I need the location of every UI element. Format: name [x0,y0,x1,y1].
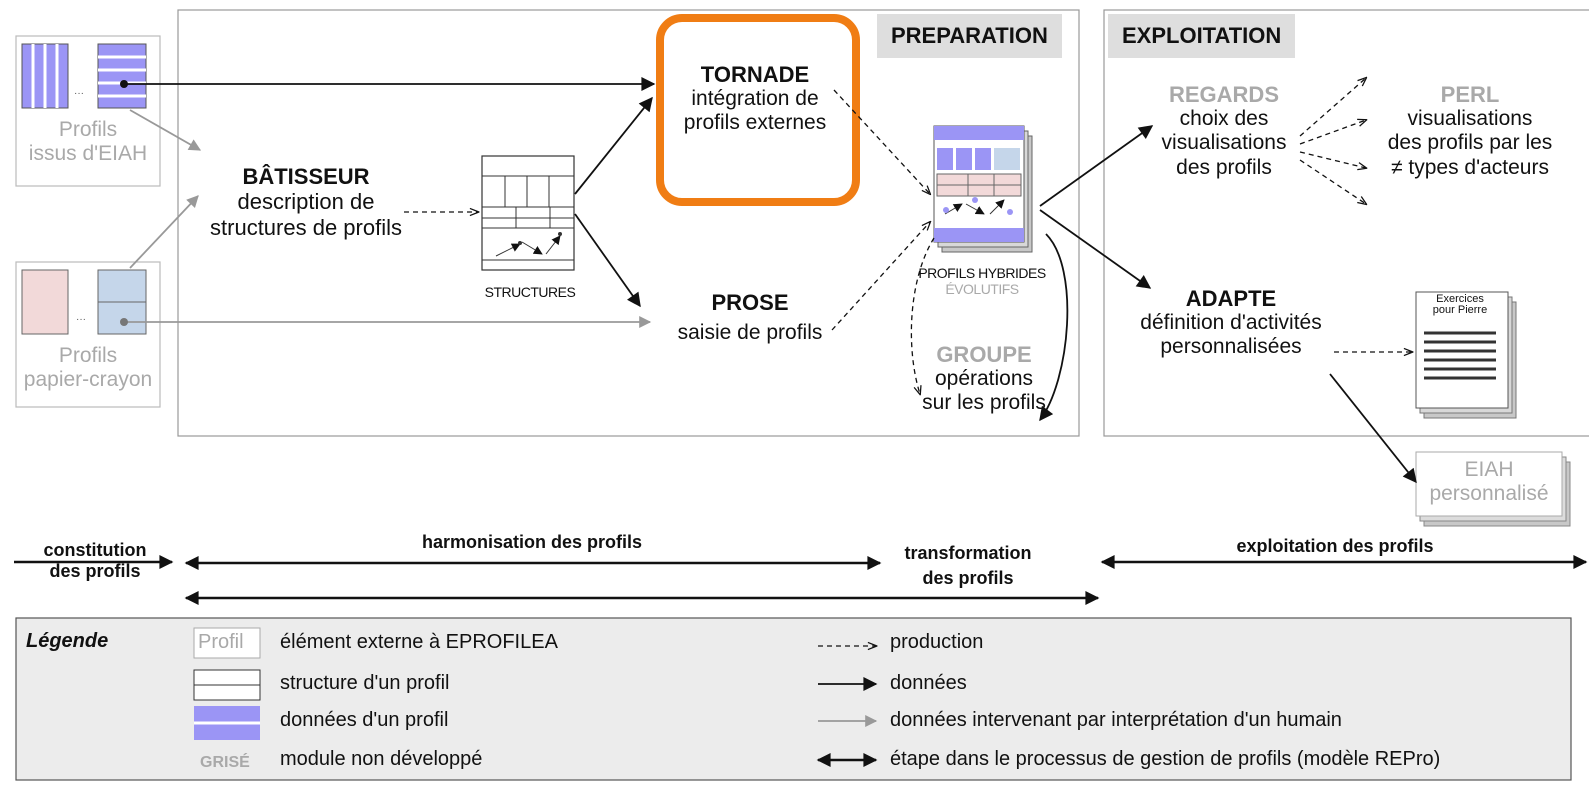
exercices-label: Exercices pour Pierre [1432,293,1488,316]
paper-profile-icon-pink [21,269,69,335]
legend-sample-grise: GRISÉ [200,754,250,771]
legend-item-interpretation: données intervenant par interprétation d… [890,709,1342,731]
stage-harmonisation-label: harmonisation des profils [421,532,643,552]
perl-module: PERL visualisations des profils par les … [1387,82,1553,179]
tornade-highlight [656,14,860,206]
groupe-title: GROUPE [936,342,1032,367]
structures-icon [481,155,575,271]
preparation-header: PREPARATION [877,14,1062,58]
batisseur-module: BÂTISSEUR description de structures de p… [210,164,402,240]
legend-sample-structure [193,669,261,701]
hybrid-profiles-stack [933,125,1033,253]
stage-transformation-label: transformation des profils [904,543,1032,589]
eiah-perso-stack [1415,451,1571,527]
adapte-module: ADAPTE définition d'activités personnali… [1140,286,1322,359]
production-arrows [404,78,1412,394]
hybrid-profiles-label: PROFILS HYBRIDES ÉVOLUTIFS [918,265,1046,298]
tornade-title: TORNADE [700,62,810,87]
stage-arrows [14,555,1588,605]
stage-exploitation-label: exploitation des profils [1236,536,1434,556]
regards-title: REGARDS [1168,82,1279,107]
prose-module: PROSE saisie de profils [677,290,823,345]
structures-label: STRUCTURES [484,284,576,300]
legend-sample-data [194,706,260,740]
svg-text:···: ··· [76,314,86,325]
exercices-doc-stack [1415,291,1517,419]
tornade-module: TORNADE intégration de profils externes [683,62,827,135]
data-arrows [124,77,1417,484]
legend-item-etape: étape dans le processus de gestion de pr… [890,748,1441,770]
svg-text:···: ··· [74,88,84,99]
legend-item-production: production [890,631,984,653]
eiah-profile-icon-rows [97,43,147,109]
legend-title: Légende [26,630,109,652]
legend-box [15,617,1572,781]
regards-module: REGARDS choix des visualisations des pro… [1161,82,1287,179]
human-interpretation-arrows [124,109,652,328]
prose-title: PROSE [711,290,789,315]
legend-sample-profile: Profil [198,631,244,653]
stage-constitution-label: constitution des profils [43,540,147,581]
legend-item-donnees: données [890,672,967,694]
legend-item-structure: structure d'un profil [280,672,450,694]
groupe-module: GROUPE opérations sur les profils [922,342,1046,415]
legend-item-external: élément externe à EPROFILEA [280,631,558,653]
batisseur-title: BÂTISSEUR [242,164,370,189]
eiah-perso-label: EIAH personnalisé [1429,458,1549,506]
legend-item-data: données d'un profil [280,709,449,731]
legend-item-grise: module non développé [280,748,483,770]
adapte-title: ADAPTE [1185,286,1277,311]
legend-sample-profile-frame [193,627,261,659]
exploitation-header: EXPLOITATION [1108,14,1296,58]
eiah-profile-icon-columns [21,43,69,109]
perl-title: PERL [1440,82,1500,107]
